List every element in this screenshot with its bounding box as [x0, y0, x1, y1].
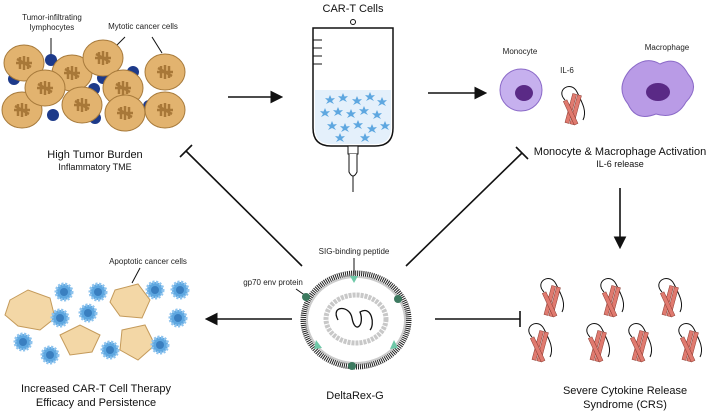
title-increased-2: Efficacy and Persistence	[36, 397, 156, 409]
title-activation: Monocyte & Macrophage Activation	[534, 146, 706, 158]
label-lymphocytes: lymphocytes	[30, 23, 74, 32]
title-high-tumor-burden: High Tumor Burden	[47, 149, 142, 161]
inhibit-activation	[405, 146, 529, 267]
label-macrophage: Macrophage	[645, 43, 690, 52]
il6-receptor-icon	[561, 86, 586, 126]
title-cart-cells: CAR-T Cells	[323, 3, 384, 15]
monocyte-illustration	[499, 68, 543, 112]
apoptotic-cells-illustration	[4, 267, 190, 365]
label-apoptotic: Apoptotic cancer cells	[109, 257, 187, 266]
label-tumor-infiltrating: Tumor-infiltrating	[22, 13, 82, 22]
label-sig-peptide: SIG-binding peptide	[319, 247, 390, 256]
subtitle-il6-release: IL-6 release	[596, 159, 644, 169]
deltarex-virus-illustration	[295, 258, 412, 370]
title-increased-1: Increased CAR-T Cell Therapy	[21, 383, 171, 395]
label-monocyte: Monocyte	[503, 47, 538, 56]
iv-bag-illustration	[312, 19, 394, 192]
crs-receptors-illustration	[528, 278, 703, 363]
label-il6: IL-6	[560, 66, 574, 75]
inhibit-tumor-burden	[179, 144, 303, 267]
title-crs-1: Severe Cytokine Release	[563, 385, 687, 397]
inhibit-crs	[435, 311, 521, 327]
subtitle-inflammatory-tme: Inflammatory TME	[58, 162, 131, 172]
macrophage-illustration	[621, 60, 694, 117]
label-mytotic: Mytotic cancer cells	[108, 22, 178, 31]
label-gp70: gp70 env protein	[243, 278, 303, 287]
title-crs-2: Syndrome (CRS)	[583, 399, 667, 411]
title-deltarex: DeltaRex-G	[326, 390, 383, 402]
tumor-cluster-illustration	[0, 36, 187, 133]
